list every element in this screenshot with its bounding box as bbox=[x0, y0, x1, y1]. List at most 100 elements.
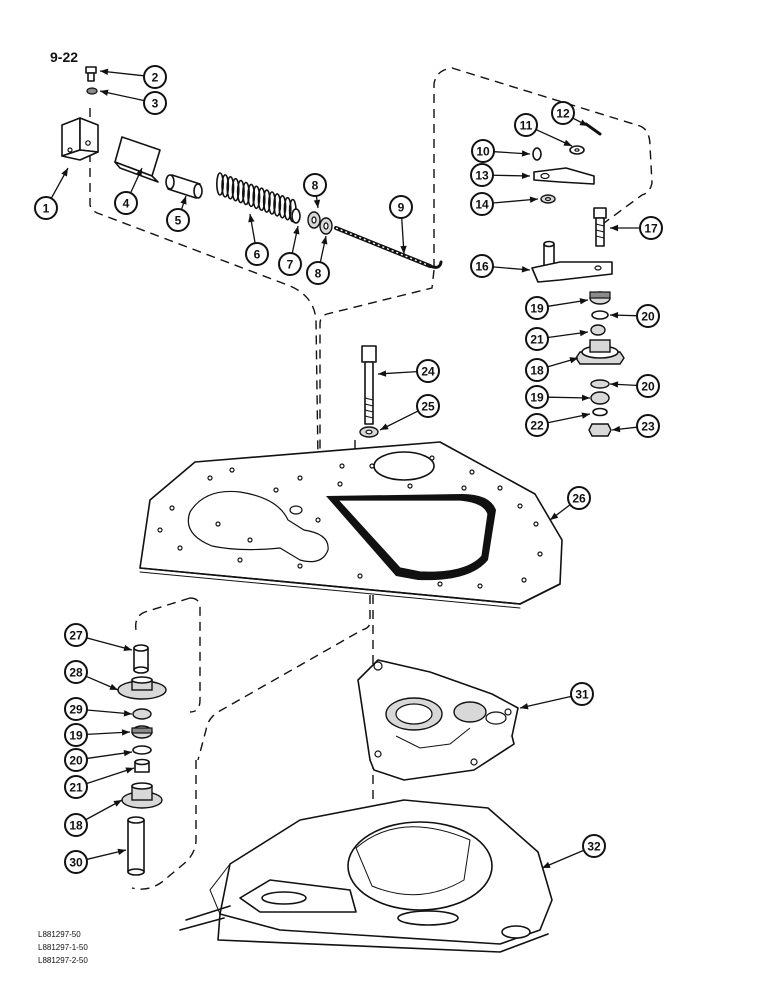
callout-20: 20 bbox=[609, 304, 660, 328]
part-29-bearing bbox=[132, 708, 152, 720]
callout-label: 20 bbox=[641, 310, 655, 324]
callout-30: 30 bbox=[64, 848, 127, 874]
lower-stack-20 bbox=[132, 745, 152, 755]
callout-4: 4 bbox=[114, 167, 143, 215]
callout-label: 20 bbox=[641, 380, 655, 394]
reference-code-1: L881297-50 bbox=[38, 930, 81, 939]
lower-stack-18-sprocket bbox=[121, 782, 163, 809]
part-26-plate bbox=[139, 441, 563, 609]
page-number: 9-22 bbox=[50, 49, 78, 65]
callout-27: 27 bbox=[64, 623, 133, 652]
part-1-bracket bbox=[61, 117, 99, 161]
part-9-rod bbox=[334, 226, 443, 269]
callout-label: 14 bbox=[475, 198, 489, 212]
callout-17: 17 bbox=[610, 216, 663, 240]
callout-6: 6 bbox=[245, 213, 269, 266]
callout-label: 27 bbox=[69, 629, 83, 643]
part-12-cotter-pin bbox=[584, 122, 602, 136]
part-32-frame bbox=[179, 799, 553, 953]
callout-label: 32 bbox=[587, 840, 601, 854]
callout-19: 19 bbox=[525, 385, 591, 409]
callout-26: 26 bbox=[549, 486, 591, 521]
part-14-washer bbox=[540, 194, 556, 204]
callout-label: 19 bbox=[530, 391, 544, 405]
callout-14: 14 bbox=[470, 192, 539, 216]
callout-19: 19 bbox=[525, 296, 589, 320]
part-8-nut-lower bbox=[319, 217, 333, 235]
callout-label: 21 bbox=[69, 781, 83, 795]
callout-label: 13 bbox=[475, 169, 489, 183]
callout-label: 8 bbox=[315, 267, 322, 281]
callout-label: 3 bbox=[152, 97, 159, 111]
callout-label: 17 bbox=[644, 222, 658, 236]
callout-1: 1 bbox=[34, 167, 69, 220]
callout-29: 29 bbox=[64, 697, 133, 721]
part-24-bolt bbox=[361, 345, 377, 425]
part-4-bracket bbox=[114, 136, 161, 183]
callout-8: 8 bbox=[306, 235, 330, 285]
callout-label: 18 bbox=[530, 364, 544, 378]
callout-18: 18 bbox=[525, 357, 579, 382]
callout-12: 12 bbox=[551, 101, 589, 127]
callout-label: 10 bbox=[476, 145, 490, 159]
reference-code-2: L881297-1-50 bbox=[38, 943, 88, 952]
callout-label: 5 bbox=[175, 214, 182, 228]
part-2-bolt bbox=[85, 66, 97, 82]
callout-label: 20 bbox=[69, 754, 83, 768]
callout-25: 25 bbox=[379, 394, 440, 431]
callout-label: 19 bbox=[530, 302, 544, 316]
part-28-sprocket bbox=[117, 676, 167, 700]
callout-22: 22 bbox=[525, 412, 591, 437]
callout-label: 2 bbox=[152, 71, 159, 85]
callout-label: 7 bbox=[287, 258, 294, 272]
callout-label: 16 bbox=[475, 260, 489, 274]
reference-code-3: L881297-2-50 bbox=[38, 956, 88, 965]
callout-label: 4 bbox=[123, 197, 130, 211]
callout-31: 31 bbox=[519, 682, 594, 710]
part-3-washer bbox=[86, 87, 98, 95]
callout-label: 18 bbox=[69, 819, 83, 833]
callout-label: 25 bbox=[421, 400, 435, 414]
callout-20: 20 bbox=[64, 748, 133, 772]
callout-24: 24 bbox=[377, 359, 440, 383]
callout-3: 3 bbox=[99, 89, 167, 115]
callout-label: 23 bbox=[641, 420, 655, 434]
callout-13: 13 bbox=[470, 163, 531, 187]
callout-7: 7 bbox=[278, 225, 302, 276]
callout-label: 24 bbox=[421, 365, 435, 379]
part-30-shaft bbox=[127, 816, 145, 876]
callout-18: 18 bbox=[64, 799, 123, 837]
callout-label: 9 bbox=[398, 201, 405, 215]
callout-32: 32 bbox=[541, 834, 606, 869]
callout-label: 19 bbox=[69, 729, 83, 743]
callout-label: 1 bbox=[43, 202, 50, 216]
callout-label: 26 bbox=[572, 492, 586, 506]
callout-label: 12 bbox=[556, 107, 570, 121]
part-5-sleeve bbox=[165, 174, 203, 199]
callout-21: 21 bbox=[64, 767, 135, 799]
callout-28: 28 bbox=[64, 660, 119, 691]
callout-19: 19 bbox=[64, 723, 131, 747]
callout-10: 10 bbox=[471, 139, 531, 163]
callout-label: 28 bbox=[69, 666, 83, 680]
callout-label: 30 bbox=[69, 856, 83, 870]
part-11-washer bbox=[569, 145, 585, 155]
part-25-washer bbox=[359, 426, 379, 438]
part-13-lever bbox=[533, 167, 595, 185]
callout-8: 8 bbox=[303, 173, 327, 209]
part-8-nut-upper bbox=[307, 211, 321, 229]
right-stack bbox=[575, 291, 625, 437]
part-16-arm bbox=[531, 240, 613, 283]
callout-label: 8 bbox=[312, 179, 319, 193]
callout-21: 21 bbox=[525, 327, 589, 351]
callout-16: 16 bbox=[470, 254, 531, 278]
part-31-housing bbox=[357, 659, 519, 781]
callout-label: 31 bbox=[575, 688, 589, 702]
part-27-bushing bbox=[133, 644, 149, 674]
part-6-spring bbox=[216, 172, 297, 223]
part-17-bolt bbox=[593, 207, 607, 247]
callout-23: 23 bbox=[611, 414, 660, 438]
lower-stack-19 bbox=[131, 725, 153, 739]
